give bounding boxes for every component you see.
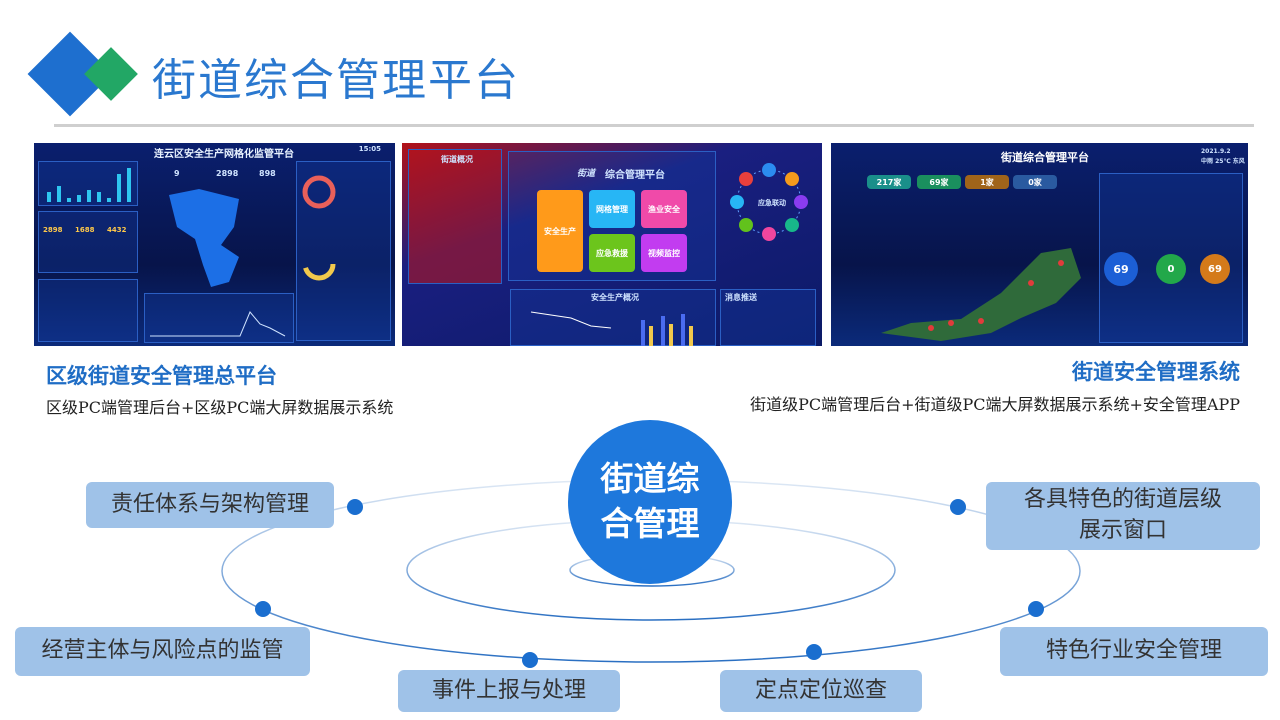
tile-grid: 网格管理 — [589, 190, 635, 228]
node-dot — [1028, 601, 1044, 617]
left-caption-subtitle: 区级PC端管理后台+区级PC端大屏数据展示系统 — [46, 398, 394, 417]
district-dashboard-title: 连云区安全生产网格化监管平台 — [154, 149, 294, 160]
message-panel: 消息推送 — [720, 289, 816, 346]
right-caption-subtitle: 街道级PC端管理后台+街道级PC端大屏数据展示系统+安全管理APP — [750, 395, 1240, 414]
done-circle: 0 — [1156, 254, 1186, 284]
tile-video: 视频监控 — [641, 234, 687, 272]
right-stats-panel: 69 0 69 — [1099, 173, 1243, 343]
count: 4432 — [107, 226, 127, 234]
emergency-hub-label: 应急联动 — [758, 199, 786, 207]
box-risk-supervision: 经营主体与风险点的监管 — [15, 627, 310, 676]
date: 2021.9.2 — [1201, 148, 1231, 155]
right-panels — [296, 161, 391, 341]
pending-circle: 69 — [1200, 254, 1230, 284]
emergency-ring — [730, 163, 808, 241]
street-center-screenshot: 街道概况 街道 综合管理平台 安全生产 网格管理 渔业安全 应急救援 视频监控 … — [402, 143, 822, 346]
box-industry-safety: 特色行业安全管理 — [1000, 627, 1268, 676]
overview-title: 街道概况 — [441, 155, 473, 164]
box-event-report: 事件上报与处理 — [398, 670, 620, 712]
weather: 中雨 25℃ 东风 — [1201, 158, 1245, 165]
box-responsibility: 责任体系与架构管理 — [86, 482, 334, 528]
street-system-screenshot: 街道综合管理平台 2021.9.2 中雨 25℃ 东风 217家 69家 1家 … — [831, 143, 1248, 346]
platform-title: 综合管理平台 — [605, 170, 665, 181]
node-dot — [347, 499, 363, 515]
tile-emergency: 应急救援 — [589, 234, 635, 272]
list-panel — [38, 279, 138, 342]
stat-tile: 69家 — [917, 175, 961, 189]
box-line: 各具特色的街道层级 — [1023, 487, 1222, 513]
hub-line: 合管理 — [600, 504, 700, 543]
right-caption-title: 街道安全管理系统 — [1072, 360, 1240, 384]
stat-tile: 0家 — [1013, 175, 1057, 189]
stat-tile: 217家 — [867, 175, 911, 189]
page-title: 街道综合管理平台 — [152, 55, 520, 106]
tile-fishery: 渔业安全 — [641, 190, 687, 228]
box-line: 展示窗口 — [1078, 518, 1167, 543]
stat-tile: 1家 — [965, 175, 1009, 189]
street-system-title: 街道综合管理平台 — [1001, 151, 1089, 164]
box-showcase: 各具特色的街道层级展示窗口 — [986, 482, 1260, 550]
tile-safety: 安全生产 — [537, 190, 583, 272]
safety-chart-title: 安全生产概况 — [591, 293, 639, 302]
safety-chart-panel: 安全生产概况 — [510, 289, 716, 346]
stat: 2898 — [216, 169, 239, 178]
box-patrol: 定点定位巡查 — [720, 670, 922, 712]
island-map — [881, 248, 1081, 341]
stats-panel: 2898 1688 4432 — [38, 211, 138, 273]
node-dot — [806, 644, 822, 660]
platform-panel: 街道 综合管理平台 安全生产 网格管理 渔业安全 应急救援 视频监控 — [508, 151, 716, 281]
divider — [54, 124, 1254, 127]
message-title: 消息推送 — [725, 293, 757, 302]
district-time: 15:05 — [358, 145, 381, 153]
platform-logo: 街道 — [577, 169, 596, 179]
district-map — [169, 189, 239, 287]
node-dot — [950, 499, 966, 515]
node-dot — [255, 601, 271, 617]
stat: 898 — [259, 169, 276, 178]
hub-line: 街道综 — [600, 459, 700, 499]
count: 2898 — [43, 226, 63, 234]
district-dashboard-screenshot: 连云区安全生产网格化监管平台 15:05 2898 1688 4432 9 28… — [34, 143, 395, 346]
left-caption-title: 区级街道安全管理总平台 — [46, 364, 277, 388]
bar-chart-panel — [38, 161, 138, 206]
total-circle: 69 — [1104, 252, 1138, 286]
line-chart-panel — [144, 293, 294, 343]
count: 1688 — [75, 226, 95, 234]
node-dot — [522, 652, 538, 668]
stat: 9 — [174, 169, 180, 178]
center-hub: 街道综合管理 — [568, 420, 732, 584]
overview-panel: 街道概况 — [408, 149, 502, 284]
